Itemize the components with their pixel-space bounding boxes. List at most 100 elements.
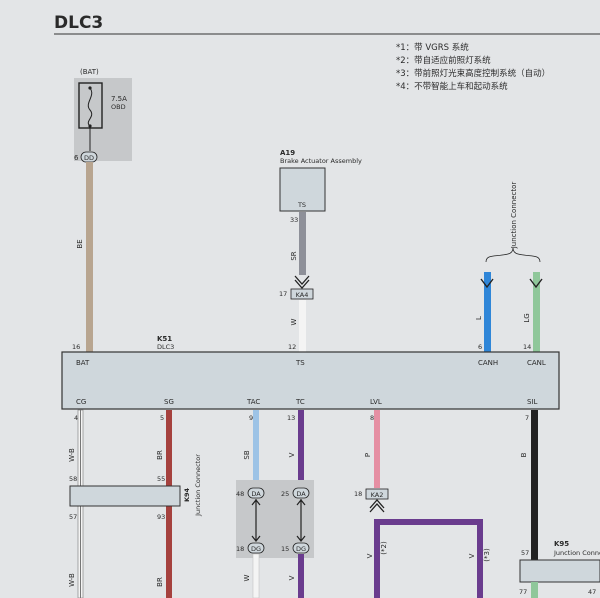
fuse-element-icon <box>87 87 93 127</box>
page-title: DLC3 <box>54 13 103 33</box>
note-4: *4：不带智能上车和起动系统 <box>396 82 508 92</box>
dlc3-pin-name-sg: SG <box>164 398 174 406</box>
wire-lg <box>533 272 540 352</box>
ka2-chevron-icon <box>369 499 385 513</box>
ka4-badge <box>290 288 314 300</box>
fuse-contact-icon <box>88 124 92 128</box>
ka2-code: KA2 <box>371 491 384 499</box>
dlc3-pin-name-tc: TC <box>295 398 305 406</box>
k94-pin-bot-right: 93 <box>157 513 165 521</box>
dlc3-pin-name-ts: TS <box>295 359 305 367</box>
dlc3-pin-num-canh: 6 <box>478 343 482 351</box>
a19-pin: 33 <box>290 216 298 224</box>
wire-wb-label: W-B <box>68 448 76 462</box>
da-right-badge <box>292 487 310 499</box>
wire-p-label: P <box>364 453 372 457</box>
wire-lg-label: LG <box>523 313 531 322</box>
dlc3-pin-num-cg: 4 <box>74 414 78 422</box>
wire-sr-label: SR <box>290 251 298 260</box>
dlc3-pin-name-cg: CG <box>76 398 86 406</box>
can-l-chevron-icon <box>529 278 543 289</box>
can-h-chevron-icon <box>480 278 494 289</box>
fuse-name: OBD <box>111 103 126 111</box>
wire-sb-label: SB <box>243 450 251 459</box>
wire-v-lower-label: V <box>288 575 296 580</box>
junction-brace-icon <box>485 247 541 263</box>
ka4-pin: 17 <box>279 290 287 298</box>
k94-pin-top-left: 58 <box>69 475 77 483</box>
dlc3-pin-name-tac: TAC <box>246 398 260 406</box>
wire-l <box>484 272 491 352</box>
wire-l-label: L <box>475 316 483 320</box>
a19-id: A19 <box>280 149 295 157</box>
fuse-rating: 7.5A <box>111 95 127 103</box>
da-top-left-pin: 48 <box>236 490 244 498</box>
k95-pin-top: 57 <box>521 549 529 557</box>
da-left-code: DA <box>251 490 261 498</box>
fuse-supply-label: (BAT) <box>80 68 99 76</box>
dlc3-pin-name-canh: CANH <box>478 359 498 367</box>
wire-w-lower <box>252 553 260 598</box>
wire-br-lower-label: BR <box>156 577 164 587</box>
k94-label: Junction Connector <box>194 454 202 517</box>
dlc3-box <box>61 351 560 410</box>
wire-wb-lower-label: W-B <box>68 573 76 587</box>
dg-bot-left-pin: 18 <box>236 545 244 553</box>
wire-v3-mark: (*3) <box>483 548 491 562</box>
wire-v3-label: V <box>468 553 476 558</box>
k95-id: K95 <box>554 540 569 548</box>
k95-pin-bot2: 47 <box>588 588 596 596</box>
da-top-right-pin: 25 <box>281 490 289 498</box>
k95-box <box>519 559 600 583</box>
wire-v2-mark: (*2) <box>380 541 388 555</box>
wire-be <box>86 162 93 352</box>
ka4-code: KA4 <box>296 291 309 299</box>
fuse-contact-icon <box>88 86 92 90</box>
wire-p <box>374 410 380 488</box>
dg-right-badge <box>292 542 310 554</box>
k95-label: Junction Connector <box>553 549 600 557</box>
dlc3-pin-num-tac: 9 <box>249 414 253 422</box>
dlc3-pin-name-canl: CANL <box>527 359 546 367</box>
a19-terminal: TS <box>297 201 306 209</box>
wire-w-ts-label: W <box>290 318 298 325</box>
dlc3-pin-name-lvl: LVL <box>370 398 382 406</box>
k94-pin-top-right: 55 <box>157 475 165 483</box>
k94-box <box>69 485 181 507</box>
dlc3-pin-num-ts: 12 <box>288 343 296 351</box>
wire-w-ts <box>299 300 306 352</box>
note-2: *2：带自适应前照灯系统 <box>396 56 491 66</box>
junction-top-label: Junction Connector <box>510 182 518 250</box>
da-left-badge <box>247 487 265 499</box>
note-3: *3：带前照灯光束高度控制系统（自动） <box>396 69 551 79</box>
option-notes: *1：带 VGRS 系统 *2：带自适应前照灯系统 *3：带前照灯光束高度控制系… <box>396 42 550 94</box>
dlc3-pin-name-sil: SIL <box>527 398 538 406</box>
a19-box <box>279 167 326 212</box>
dlc3-pin-num-sg: 5 <box>160 414 164 422</box>
ka2-badge <box>365 488 389 500</box>
dg-right-code: DG <box>296 545 306 553</box>
dlc3-pin-num-lvl: 8 <box>370 414 374 422</box>
dlc3-pin-name-bat: BAT <box>76 359 90 367</box>
wire-br-label: BR <box>156 450 164 460</box>
wire-sr <box>299 212 306 275</box>
wire-sb <box>253 410 259 486</box>
da-right-code: DA <box>296 490 306 498</box>
wire-v-label: V <box>288 452 296 457</box>
dlc3-name: DLC3 <box>157 343 174 351</box>
k94-pin-bot-left: 57 <box>69 513 77 521</box>
dg-left-badge <box>247 542 265 554</box>
fuse-panel <box>74 78 132 161</box>
ka4-chevron-icon <box>294 275 310 289</box>
k95-pin-bot: 77 <box>519 588 527 596</box>
wire-b-label: B <box>520 452 528 457</box>
wire-w-lower-label: W <box>243 574 251 581</box>
wire-b-lower <box>531 582 538 598</box>
da-dg-left-link-icon <box>251 499 261 542</box>
dg-bot-right-pin: 15 <box>281 545 289 553</box>
note-1: *1：带 VGRS 系统 <box>396 43 469 53</box>
a19-name: Brake Actuator Assembly <box>280 157 362 165</box>
wire-v2-split <box>374 519 483 598</box>
dlc3-pin-num-sil: 7 <box>525 414 529 422</box>
wire-v2-label: V <box>366 553 374 558</box>
